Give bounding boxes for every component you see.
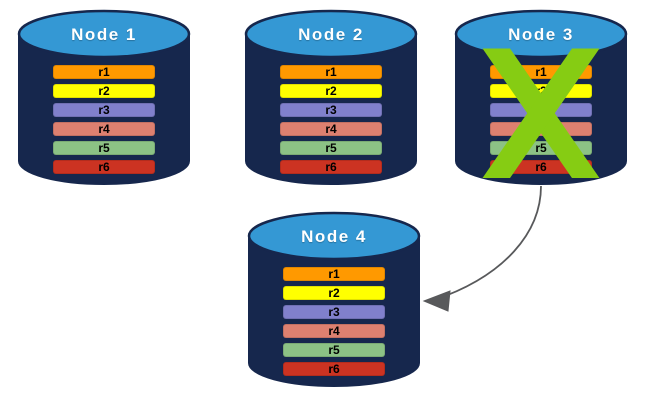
row-bar-r3[interactable]: r3 [53,103,155,117]
cylinder-top-ellipse [247,211,421,261]
row-bar-r5[interactable]: r5 [53,141,155,155]
row-bar-r4[interactable]: r4 [280,122,382,136]
row-bar-r1[interactable]: r1 [283,267,385,281]
row-bar-r2[interactable]: r2 [53,84,155,98]
row-bar-r3[interactable]: r3 [283,305,385,319]
row-bar-r5[interactable]: r5 [283,343,385,357]
row-bar-r2[interactable]: r2 [283,286,385,300]
replication-arrow-line [433,185,542,301]
row-bar-r4[interactable]: r4 [53,122,155,136]
cylinder-top-ellipse [17,9,191,59]
row-bar-r6[interactable]: r6 [280,160,382,174]
row-list: r1 r2 r3 r4 r5 r6 [248,267,420,376]
row-bar-r1[interactable]: r1 [53,65,155,79]
row-bar-r6[interactable]: r6 [283,362,385,376]
row-bar-r3[interactable]: r3 [280,103,382,117]
row-bar-r2[interactable]: r2 [280,84,382,98]
row-bar-r5[interactable]: r5 [280,141,382,155]
cylinder-top-ellipse [244,9,418,59]
row-list: r1 r2 r3 r4 r5 r6 [245,65,417,174]
row-bar-r1[interactable]: r1 [280,65,382,79]
row-bar-r4[interactable]: r4 [283,324,385,338]
replication-arrow-head [422,290,451,312]
row-bar-r6[interactable]: r6 [53,160,155,174]
row-list: r1 r2 r3 r4 r5 r6 [18,65,190,174]
